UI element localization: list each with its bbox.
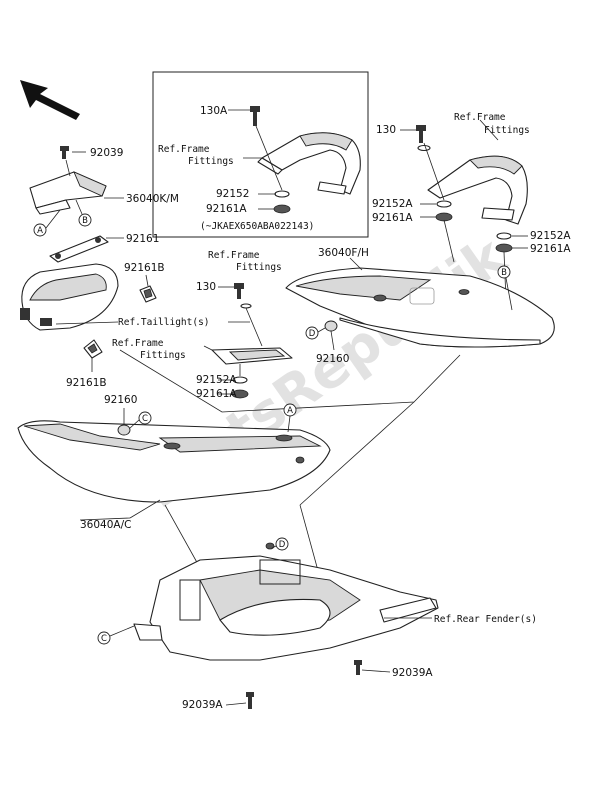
svg-text:B: B [501,268,507,278]
callout-C-1: C [138,411,152,425]
washer-92152A-mid [232,376,248,384]
grab-rail-inset [257,132,361,195]
label-92039A-right: 92039A [392,667,433,679]
washer-92152A-right [496,232,512,240]
grommet-92161A-left [435,212,453,222]
svg-text:A: A [37,226,43,236]
label-92152: 92152 [216,188,249,200]
label-92152A-right: 92152A [530,230,571,242]
undertray [133,542,439,661]
label-36040FH: 36040F/H [318,247,369,259]
label-92161B-b: 92161B [66,377,107,389]
svg-text:B: B [82,216,88,226]
bolt-92039-top [60,146,69,159]
ref-frame-inset-1: Ref.Frame [158,144,210,155]
ref-frame-right-1: Ref.Frame [454,112,506,123]
label-36040KM: 36040K/M [126,193,179,205]
label-92039-top: 92039 [90,147,123,159]
grommet-92160-right [324,320,338,332]
label-36040AC: 36040A/C [80,519,131,531]
callout-A-1: A [33,223,47,237]
grommet-92161B-a [139,285,157,303]
washer-mid-top [240,303,252,309]
grab-rail-right [427,155,528,225]
label-92161B-a: 92161B [124,262,165,274]
label-92161A-right: 92161A [530,243,571,255]
taillight-housing [20,263,119,331]
callout-D-2: D [275,537,289,551]
callout-C-2: C [97,631,111,645]
label-130A: 130A [200,105,228,117]
label-130-right: 130 [376,124,396,136]
svg-text:C: C [101,634,107,644]
bolt-92039A-right [354,660,362,675]
bracket-92161 [49,235,109,263]
washer-92152 [274,190,290,198]
label-92152A-mid: 92152A [196,374,237,386]
ref-frame-mid-1: Ref.Frame [208,250,260,261]
label-92160-right: 92160 [316,353,349,365]
ref-rear-fender: Ref.Rear Fender(s) [434,614,537,625]
ref-frame-low-2: Fittings [140,350,186,361]
grommet-92161A-right [495,243,513,253]
label-92039A-left: 92039A [182,699,223,711]
bolt-130A [250,106,260,126]
ref-frame-mid-2: Fittings [236,262,282,273]
cover-36040FH [285,267,555,348]
label-92161: 92161 [126,233,159,245]
label-130-mid: 130 [196,281,216,293]
ref-taillight: Ref.Taillight(s) [118,317,210,328]
ref-frame-low-1: Ref.Frame [112,338,164,349]
ref-frame-right-2: Fittings [484,125,530,136]
bolt-92039A-left [246,692,254,709]
bolt-130-mid [234,283,244,299]
serial-note: (~JKAEX650ABA022143) [200,221,314,232]
front-arrow-icon [20,80,80,120]
washer-92152A-left [436,200,452,208]
label-92161A-inset: 92161A [206,203,247,215]
callout-D-1: D [305,326,319,340]
svg-text:C: C [142,414,148,424]
cover-36040AC [17,420,331,503]
grommet-92161A-inset [273,204,291,214]
label-92160-left: 92160 [104,394,137,406]
bolt-130-right [416,125,426,143]
svg-text:A: A [287,406,293,416]
label-92161A-left: 92161A [372,212,413,224]
callout-B-1: B [78,213,92,227]
serial-inset-box [152,71,369,238]
callout-A-2: A [283,403,297,417]
grommet-92160-left [117,424,131,436]
label-92152A-left: 92152A [372,198,413,210]
label-92161A-mid: 92161A [196,388,237,400]
svg-text:D: D [309,329,316,339]
grommet-92161B-b [83,339,103,359]
ref-frame-inset-2: Fittings [188,156,234,167]
svg-text:D: D [279,540,286,550]
frame-bracket-mid [211,347,293,365]
cover-36040KM [29,171,107,215]
washer-right-top [417,144,431,152]
callout-B-2: B [497,265,511,279]
